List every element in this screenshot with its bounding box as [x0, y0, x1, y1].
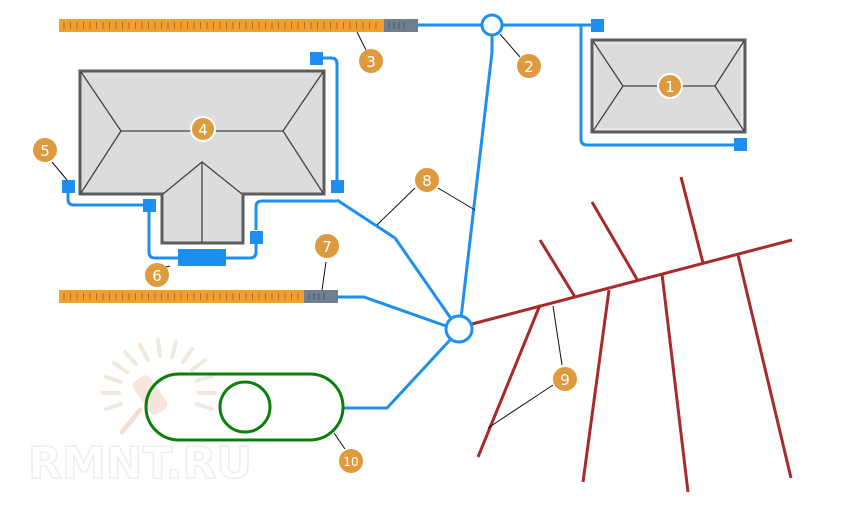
drain-field-main-pipe	[471, 238, 793, 326]
top-drainage-channel	[59, 19, 418, 32]
callout-badge-5: 5	[33, 138, 57, 162]
pipe	[226, 238, 258, 260]
badge-circle	[553, 367, 577, 391]
pipe	[336, 198, 454, 321]
badge-number: 4	[198, 121, 208, 139]
badge-number: 8	[422, 172, 432, 190]
pipe	[459, 36, 494, 319]
drain-field-branch	[538, 239, 577, 298]
badge-circle	[517, 54, 541, 78]
drain-pipes	[66, 23, 740, 410]
pipe	[579, 25, 740, 147]
callout-badge-7: 7	[315, 234, 339, 258]
callout-badge-9: 9	[553, 367, 577, 391]
callout-badge-6: 6	[145, 263, 169, 287]
callout-badge-4: 4	[190, 116, 216, 142]
callout-badge-1: 1	[657, 73, 683, 99]
callout-badge-10: 10	[339, 449, 363, 473]
drain-field-branch	[679, 176, 705, 264]
channel-slots	[63, 293, 299, 300]
badge-number: 6	[152, 267, 162, 285]
callout-badges: 1 2 3 4 5 6 7 8 9 10	[33, 49, 683, 473]
pipe	[66, 186, 148, 207]
downspout-inlet	[591, 19, 604, 32]
badge-circle	[359, 49, 383, 73]
watermark: RMNT.RU	[27, 338, 253, 490]
badge-number: 7	[322, 238, 332, 256]
bottom-drainage-channel	[59, 290, 338, 303]
drain-field-branch	[476, 304, 542, 458]
badge-number: 2	[524, 58, 534, 76]
leader-lines	[51, 31, 563, 450]
pipe	[343, 338, 452, 410]
drainage-field	[471, 176, 793, 493]
pipe	[338, 295, 447, 328]
central-inspection-well	[444, 314, 474, 344]
downspout-inlet	[62, 180, 75, 193]
drain-field-branch	[581, 289, 611, 483]
badge-number: 5	[40, 142, 50, 160]
watermark-sunburst-icon	[101, 338, 217, 411]
callout-badge-8: 8	[415, 168, 439, 192]
drain-field-branch	[736, 254, 793, 479]
house-roof	[78, 69, 326, 245]
callout-badge-2: 2	[517, 54, 541, 78]
channel-slots	[63, 22, 377, 29]
badge-circle	[33, 138, 57, 162]
callout-badge-3: 3	[359, 49, 383, 73]
badge-circle	[145, 263, 169, 287]
watermark-text: RMNT.RU	[28, 438, 252, 489]
badge-number: 1	[665, 78, 675, 96]
downspout-inlet	[331, 180, 344, 193]
downspout-inlet	[734, 138, 747, 151]
septic-tank	[144, 372, 345, 442]
badge-number: 9	[560, 371, 570, 389]
pipe	[322, 56, 339, 186]
downspout-inlet	[143, 199, 156, 212]
badge-number: 10	[343, 455, 358, 469]
pipe	[254, 199, 337, 230]
badge-circle	[657, 73, 683, 99]
downspout-inlets	[62, 19, 747, 266]
upper-inspection-well	[480, 13, 504, 37]
badge-circle	[190, 116, 216, 142]
channel-grate	[304, 290, 338, 303]
badge-circle	[339, 449, 363, 473]
badge-number: 3	[366, 53, 376, 71]
sand-trap	[178, 249, 226, 266]
channel-grate	[384, 19, 418, 32]
downspout-inlet	[250, 231, 263, 244]
badge-circle	[315, 234, 339, 258]
pipe	[147, 211, 178, 260]
drain-field-branch	[660, 273, 690, 493]
drain-field-branch	[590, 201, 640, 282]
badge-circle	[415, 168, 439, 192]
downspout-inlet	[310, 52, 323, 65]
